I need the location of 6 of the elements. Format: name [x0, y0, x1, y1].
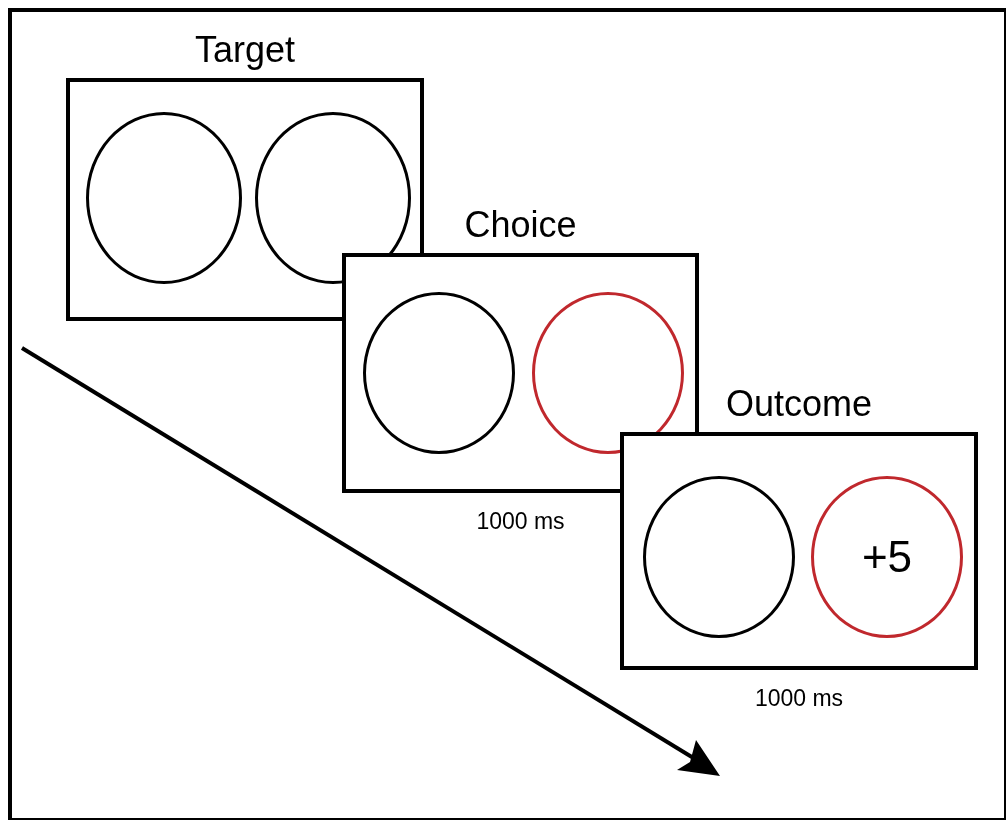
screen-title: Choice: [463, 203, 578, 247]
screen-title: Target: [193, 28, 297, 72]
screen-title: Outcome: [724, 382, 874, 426]
reward-value: +5: [861, 535, 913, 579]
duration-label: 1000 ms: [475, 507, 566, 535]
duration-label: 1000 ms: [753, 684, 845, 712]
